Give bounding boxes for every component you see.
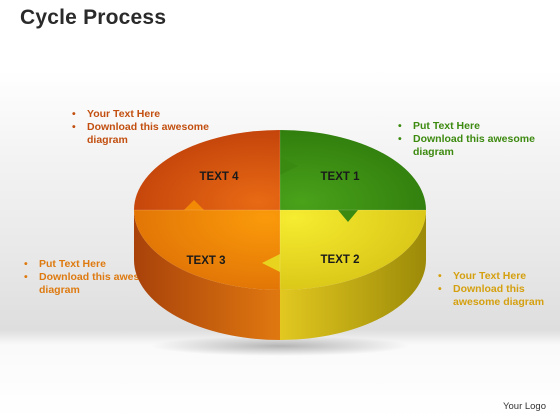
callout-item: Put Text Here <box>24 258 164 271</box>
callout-top-left: Your Text Here Download this awesome dia… <box>72 108 212 147</box>
tab-arrow-up <box>184 200 204 210</box>
callout-item: Download this awesome diagram <box>438 283 558 309</box>
callout-item: Download this awesome diagram <box>398 133 538 159</box>
callout-top-right: Put Text Here Download this awesome diag… <box>398 120 538 159</box>
slide-title: Cycle Process <box>20 6 167 29</box>
callout-item: Download this awesome diagram <box>72 121 212 147</box>
disc-shadow <box>150 336 410 356</box>
segment-label-3: TEXT 3 <box>187 255 226 267</box>
segment-text-2 <box>280 210 426 290</box>
disc-side-left <box>134 210 280 340</box>
callout-bottom-left: Put Text Here Download this awesome diag… <box>24 258 164 297</box>
callout-item: Your Text Here <box>72 108 212 121</box>
tab-arrow-left <box>262 254 280 272</box>
callout-bottom-right: Your Text Here Download this awesome dia… <box>438 270 558 309</box>
callout-item: Your Text Here <box>438 270 558 283</box>
logo-text: Your Logo <box>503 401 546 412</box>
disc-side-right <box>280 210 426 340</box>
segment-label-2: TEXT 2 <box>321 254 360 266</box>
segment-label-4: TEXT 4 <box>200 171 240 183</box>
segment-text-3 <box>134 210 280 290</box>
segment-text-4 <box>134 130 280 210</box>
tab-arrow-right <box>280 157 298 175</box>
callout-item: Put Text Here <box>398 120 538 133</box>
segment-text-1 <box>280 130 426 210</box>
tab-arrow-down <box>338 210 358 222</box>
segment-label-1: TEXT 1 <box>321 171 361 183</box>
callout-item: Download this awesome diagram <box>24 271 164 297</box>
